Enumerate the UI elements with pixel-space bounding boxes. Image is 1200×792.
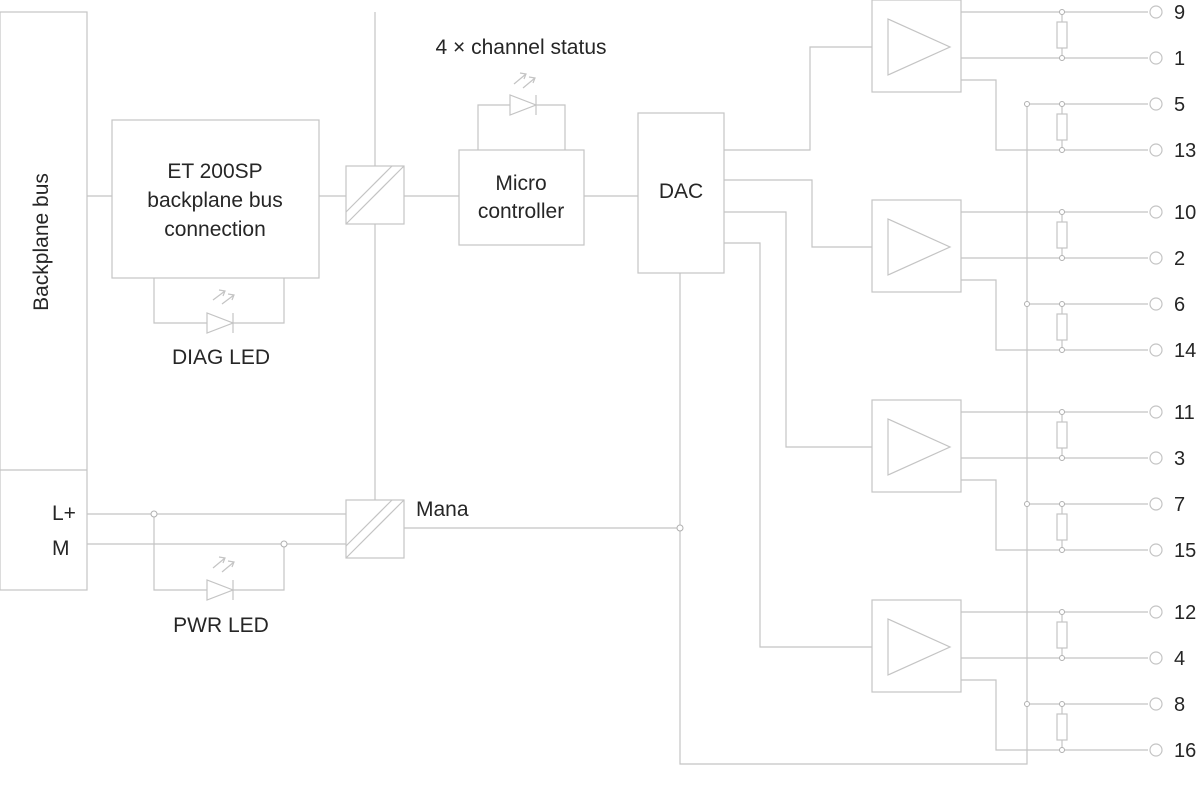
et200sp-label-line1: ET 200SP [167, 160, 262, 183]
terminal-label: 11 [1174, 402, 1195, 424]
terminal-label: 16 [1174, 740, 1196, 762]
shunt-resistor [1056, 209, 1068, 261]
status-led-light-icon [513, 72, 536, 89]
terminal [1149, 5, 1163, 19]
terminal [1149, 651, 1163, 665]
et200sp-label-line3: connection [164, 218, 266, 241]
shunt-resistor [1056, 701, 1068, 753]
terminal-label: 4 [1174, 648, 1185, 670]
terminal [1149, 697, 1163, 711]
shunt-resistor [1056, 301, 1068, 353]
terminal [1149, 343, 1163, 357]
terminal [1149, 497, 1163, 511]
dac-block: DAC [637, 112, 725, 274]
diag-led: DIAG LED [153, 278, 285, 369]
terminal [1149, 51, 1163, 65]
diag-led-label: DIAG LED [172, 346, 270, 369]
terminal [1149, 543, 1163, 557]
microcontroller-block: Micro controller [404, 149, 638, 246]
terminal-label: 10 [1174, 202, 1196, 224]
et200sp-connection-block: ET 200SP backplane bus connection [87, 119, 346, 279]
dac-amplifier-wiring [724, 46, 872, 648]
output-channel: 9 1 5 13 [871, 0, 1196, 162]
et200sp-label-line2: backplane bus [147, 189, 282, 212]
amplifier-icon [887, 218, 952, 276]
pwr-led-light-icon [212, 556, 235, 573]
terminal-label: 13 [1174, 140, 1196, 162]
micro-label-line1: Micro [495, 172, 546, 195]
micro-label-line2: controller [478, 200, 564, 223]
power-supply-section: PWR LED [87, 510, 346, 637]
terminal [1149, 97, 1163, 111]
terminal-label: 8 [1174, 694, 1185, 716]
shunt-resistor [1056, 101, 1068, 153]
shunt-resistor [1056, 609, 1068, 661]
shunt-resistor [1056, 9, 1068, 61]
terminal [1149, 297, 1163, 311]
terminal [1149, 405, 1163, 419]
terminal-label: 6 [1174, 294, 1185, 316]
output-channel: 10 2 6 14 [871, 199, 1196, 362]
diag-led-light-icon [212, 289, 235, 305]
isolation-barrier-power [345, 499, 405, 559]
mana-line: Mana [404, 104, 1028, 765]
terminal-label: 1 [1174, 48, 1185, 70]
terminal [1149, 451, 1163, 465]
m-label: M [52, 537, 70, 560]
terminal-label: 7 [1174, 494, 1185, 516]
terminal-label: 14 [1174, 340, 1196, 362]
l-plus-label: L+ [52, 502, 76, 525]
terminal-label: 2 [1174, 248, 1185, 270]
terminal [1149, 143, 1163, 157]
output-channel: 12 4 8 16 [871, 599, 1196, 762]
amplifier-icon [887, 618, 952, 676]
terminal [1149, 605, 1163, 619]
mana-label: Mana [416, 498, 469, 521]
terminal [1149, 251, 1163, 265]
dac-label: DAC [659, 180, 703, 203]
terminal-label: 15 [1174, 540, 1196, 562]
channel-status-label: 4 × channel status [435, 36, 606, 59]
terminal-label: 9 [1174, 2, 1185, 24]
pwr-led-label: PWR LED [173, 614, 269, 637]
channel-status-led: 4 × channel status [435, 36, 607, 150]
terminal-label: 12 [1174, 602, 1196, 624]
isolation-barrier-data [345, 165, 405, 225]
terminal-label: 5 [1174, 94, 1185, 116]
terminal [1149, 205, 1163, 219]
terminal [1149, 743, 1163, 757]
output-channel: 11 3 7 15 [871, 399, 1196, 562]
shunt-resistor [1056, 501, 1068, 553]
backplane-bus-label: Backplane bus [30, 173, 53, 311]
backplane-bus-block: Backplane bus L+ M [0, 11, 88, 591]
terminal-label: 3 [1174, 448, 1185, 470]
amplifier-icon [887, 418, 952, 476]
amplifier-icon [887, 18, 952, 76]
shunt-resistor [1056, 409, 1068, 461]
